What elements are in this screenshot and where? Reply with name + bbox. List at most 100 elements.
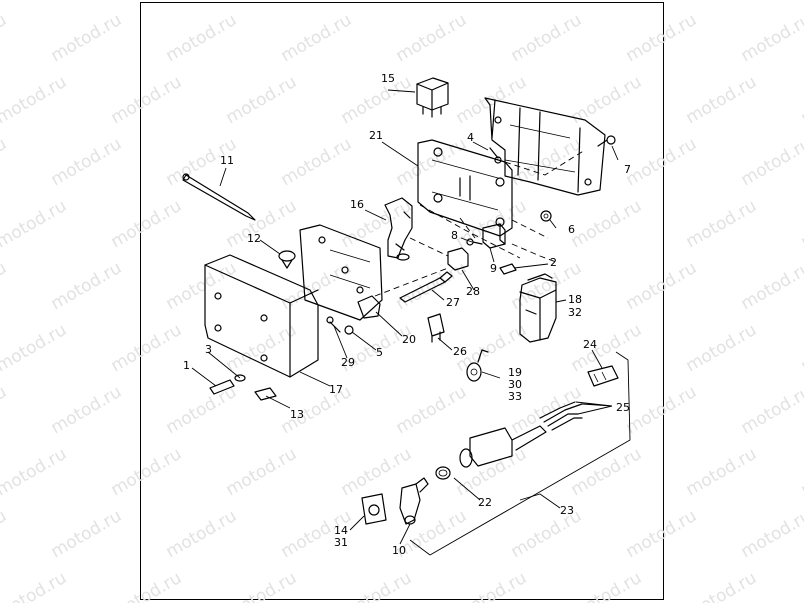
label-25: 25 [616,401,630,414]
washer-3 [234,374,246,382]
watermark-text: motod.ru [623,10,701,66]
watermark-text: motod.ru [623,506,701,562]
ring-terminal [466,349,489,382]
watermark-text: motod.ru [393,10,471,66]
label-31: 31 [334,536,348,549]
clamp-bracket [384,197,413,261]
label-27: 27 [446,296,460,309]
watermark-text: motod.ru [683,196,761,252]
electrical-box [204,254,319,378]
watermark-text: motod.ru [0,320,70,376]
label-12: 12 [247,232,261,245]
watermark-text: motod.ru [48,134,126,190]
watermark-text: motod.ru [738,134,804,190]
fuse-holder [499,263,517,275]
watermark-text: motod.ru [0,444,70,500]
watermark-text: motod.ru [108,320,186,376]
watermark-text: motod.ru [453,568,531,603]
label-32: 32 [568,306,582,319]
cable-tie [182,173,256,221]
label-29: 29 [341,356,355,369]
watermark-text: motod.ru [568,72,646,128]
watermark-text: motod.ru [163,258,241,314]
harness-wires [539,401,583,431]
watermark-text: motod.ru [223,568,301,603]
watermark-text: motod.ru [338,72,416,128]
label-13: 13 [290,408,304,421]
watermark-text: motod.ru [0,568,70,603]
screw-1 [209,379,235,395]
watermark-text: motod.ru [453,444,531,500]
label-5: 5 [376,346,383,359]
watermark-text: motod.ru [623,258,701,314]
watermark-text: motod.ru [798,568,804,603]
watermark-text: motod.ru [683,0,761,4]
watermark-text: motod.ru [0,506,10,562]
watermark-text: motod.ru [223,320,301,376]
label-2: 2 [550,256,557,269]
box-mount-plate [299,224,383,321]
watermark-text: motod.ru [623,134,701,190]
watermark-text: motod.ru [108,196,186,252]
label-26: 26 [453,345,467,358]
connector-28 [447,247,469,271]
watermark-text: motod.ru [0,72,70,128]
leader-lines [191,89,619,545]
watermark-text: motod.ru [48,258,126,314]
label-20: 20 [402,333,416,346]
watermark-text: motod.ru [108,444,186,500]
watermark-text: motod.ru [683,320,761,376]
label-7: 7 [624,163,631,176]
bracket-20 [357,295,381,319]
label-16: 16 [350,198,364,211]
pad-13 [254,387,277,401]
watermark-text: motod.ru [798,196,804,252]
watermark-text: motod.ru [393,134,471,190]
diagram-frame [140,2,664,600]
bolt-27 [399,271,453,303]
watermark-text: motod.ru [0,10,10,66]
label-4: 4 [467,131,474,144]
control-module [519,273,557,343]
bolt-7 [597,135,616,147]
label-10: 10 [392,544,406,557]
watermark-text: motod.ru [278,10,356,66]
watermark-text: motod.ru [568,0,646,4]
label-11: 11 [220,154,234,167]
fuse-26 [427,313,445,343]
watermark-text: motod.ru [798,320,804,376]
watermark-text: motod.ru [798,72,804,128]
watermark-text: motod.ru [48,382,126,438]
label-30: 30 [508,378,522,391]
watermark-text: motod.ru [453,0,531,4]
watermark-text: motod.ru [683,72,761,128]
label-9: 9 [490,262,497,275]
watermark-text: motod.ru [798,0,804,4]
watermark-text: motod.ru [738,506,804,562]
watermark-text: motod.ru [508,10,586,66]
label-23: 23 [560,504,574,517]
nut-5 [344,325,354,335]
watermark-text: motod.ru [738,258,804,314]
watermark-text: motod.ru [0,258,10,314]
watermark-text: motod.ru [223,444,301,500]
connector-10 [399,477,429,525]
watermark-text: motod.ru [798,444,804,500]
watermark-text: motod.ru [568,444,646,500]
label-8: 8 [451,229,458,242]
label-24: 24 [583,338,597,351]
watermark-text: motod.ru [568,568,646,603]
label-18: 18 [568,293,582,306]
watermark-text: motod.ru [108,72,186,128]
label-21: 21 [369,129,383,142]
label-15: 15 [381,72,395,85]
rubber-plug [278,250,296,269]
watermark-text: motod.ru [278,258,356,314]
callout-labels: 15 21 4 7 11 16 6 12 8 9 2 28 27 18 32 2… [183,72,631,557]
label-22: 22 [478,496,492,509]
connector-9 [482,223,506,249]
connector-24 [587,365,619,387]
pressure-switch [435,425,547,480]
watermark-text: motod.ru [338,0,416,4]
